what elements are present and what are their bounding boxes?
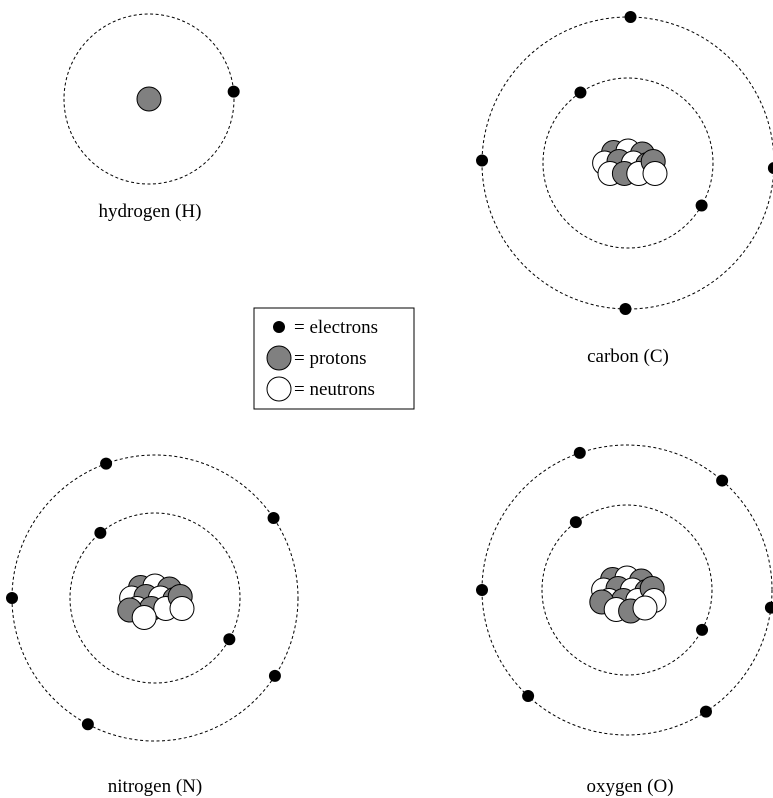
oxygen-label: oxygen (O) <box>586 776 673 797</box>
electron <box>223 633 236 646</box>
neutron <box>632 595 658 621</box>
nitrogen-label: nitrogen (N) <box>108 776 202 797</box>
electron <box>716 474 729 487</box>
legend-neutrons-label: = neutrons <box>294 379 375 400</box>
electron <box>573 446 586 459</box>
electron <box>619 302 632 315</box>
oxygen-atom: oxygen (O) <box>476 444 773 797</box>
nitrogen-orbit-2 <box>11 454 299 742</box>
oxygen-orbit-2 <box>481 444 773 736</box>
electron <box>81 718 94 731</box>
electron <box>624 11 637 24</box>
neutron <box>131 605 157 630</box>
electron <box>94 526 107 539</box>
neutron <box>642 161 668 186</box>
electron <box>695 199 708 212</box>
hydrogen-label: hydrogen (H) <box>99 201 202 222</box>
electron <box>227 85 240 98</box>
legend: = electrons = protons = neutrons <box>253 307 415 410</box>
proton-legend-swatch <box>266 345 292 371</box>
electron <box>267 512 280 525</box>
hydrogen-orbit-1 <box>63 13 235 185</box>
electron <box>767 162 773 175</box>
carbon-label: carbon (C) <box>587 346 669 367</box>
electron <box>699 705 712 718</box>
carbon-orbit-1 <box>542 77 714 249</box>
neutron-legend-swatch <box>266 376 292 402</box>
electron <box>100 457 113 470</box>
electron <box>6 592 18 604</box>
oxygen-orbit-1 <box>541 504 713 676</box>
electron-legend-swatch <box>273 321 285 333</box>
hydrogen-atom: hydrogen (H) <box>63 13 240 222</box>
carbon-nucleus <box>592 138 668 186</box>
nitrogen-nucleus <box>117 573 195 630</box>
electron <box>569 516 582 529</box>
carbon-atom: carbon (C) <box>476 11 773 367</box>
oxygen-nucleus <box>589 565 667 624</box>
electron <box>696 623 709 636</box>
electron <box>268 669 281 682</box>
proton <box>136 86 162 112</box>
legend-electrons-label: = electrons <box>294 317 378 338</box>
legend-protons-label: = protons <box>294 348 366 369</box>
electron <box>476 584 488 596</box>
electron <box>574 86 587 99</box>
electron <box>476 154 489 167</box>
nitrogen-atom: nitrogen (N) <box>6 454 299 797</box>
electron <box>764 601 773 614</box>
electron <box>522 690 535 703</box>
neutron <box>169 596 195 621</box>
nitrogen-orbit-1 <box>69 512 241 684</box>
